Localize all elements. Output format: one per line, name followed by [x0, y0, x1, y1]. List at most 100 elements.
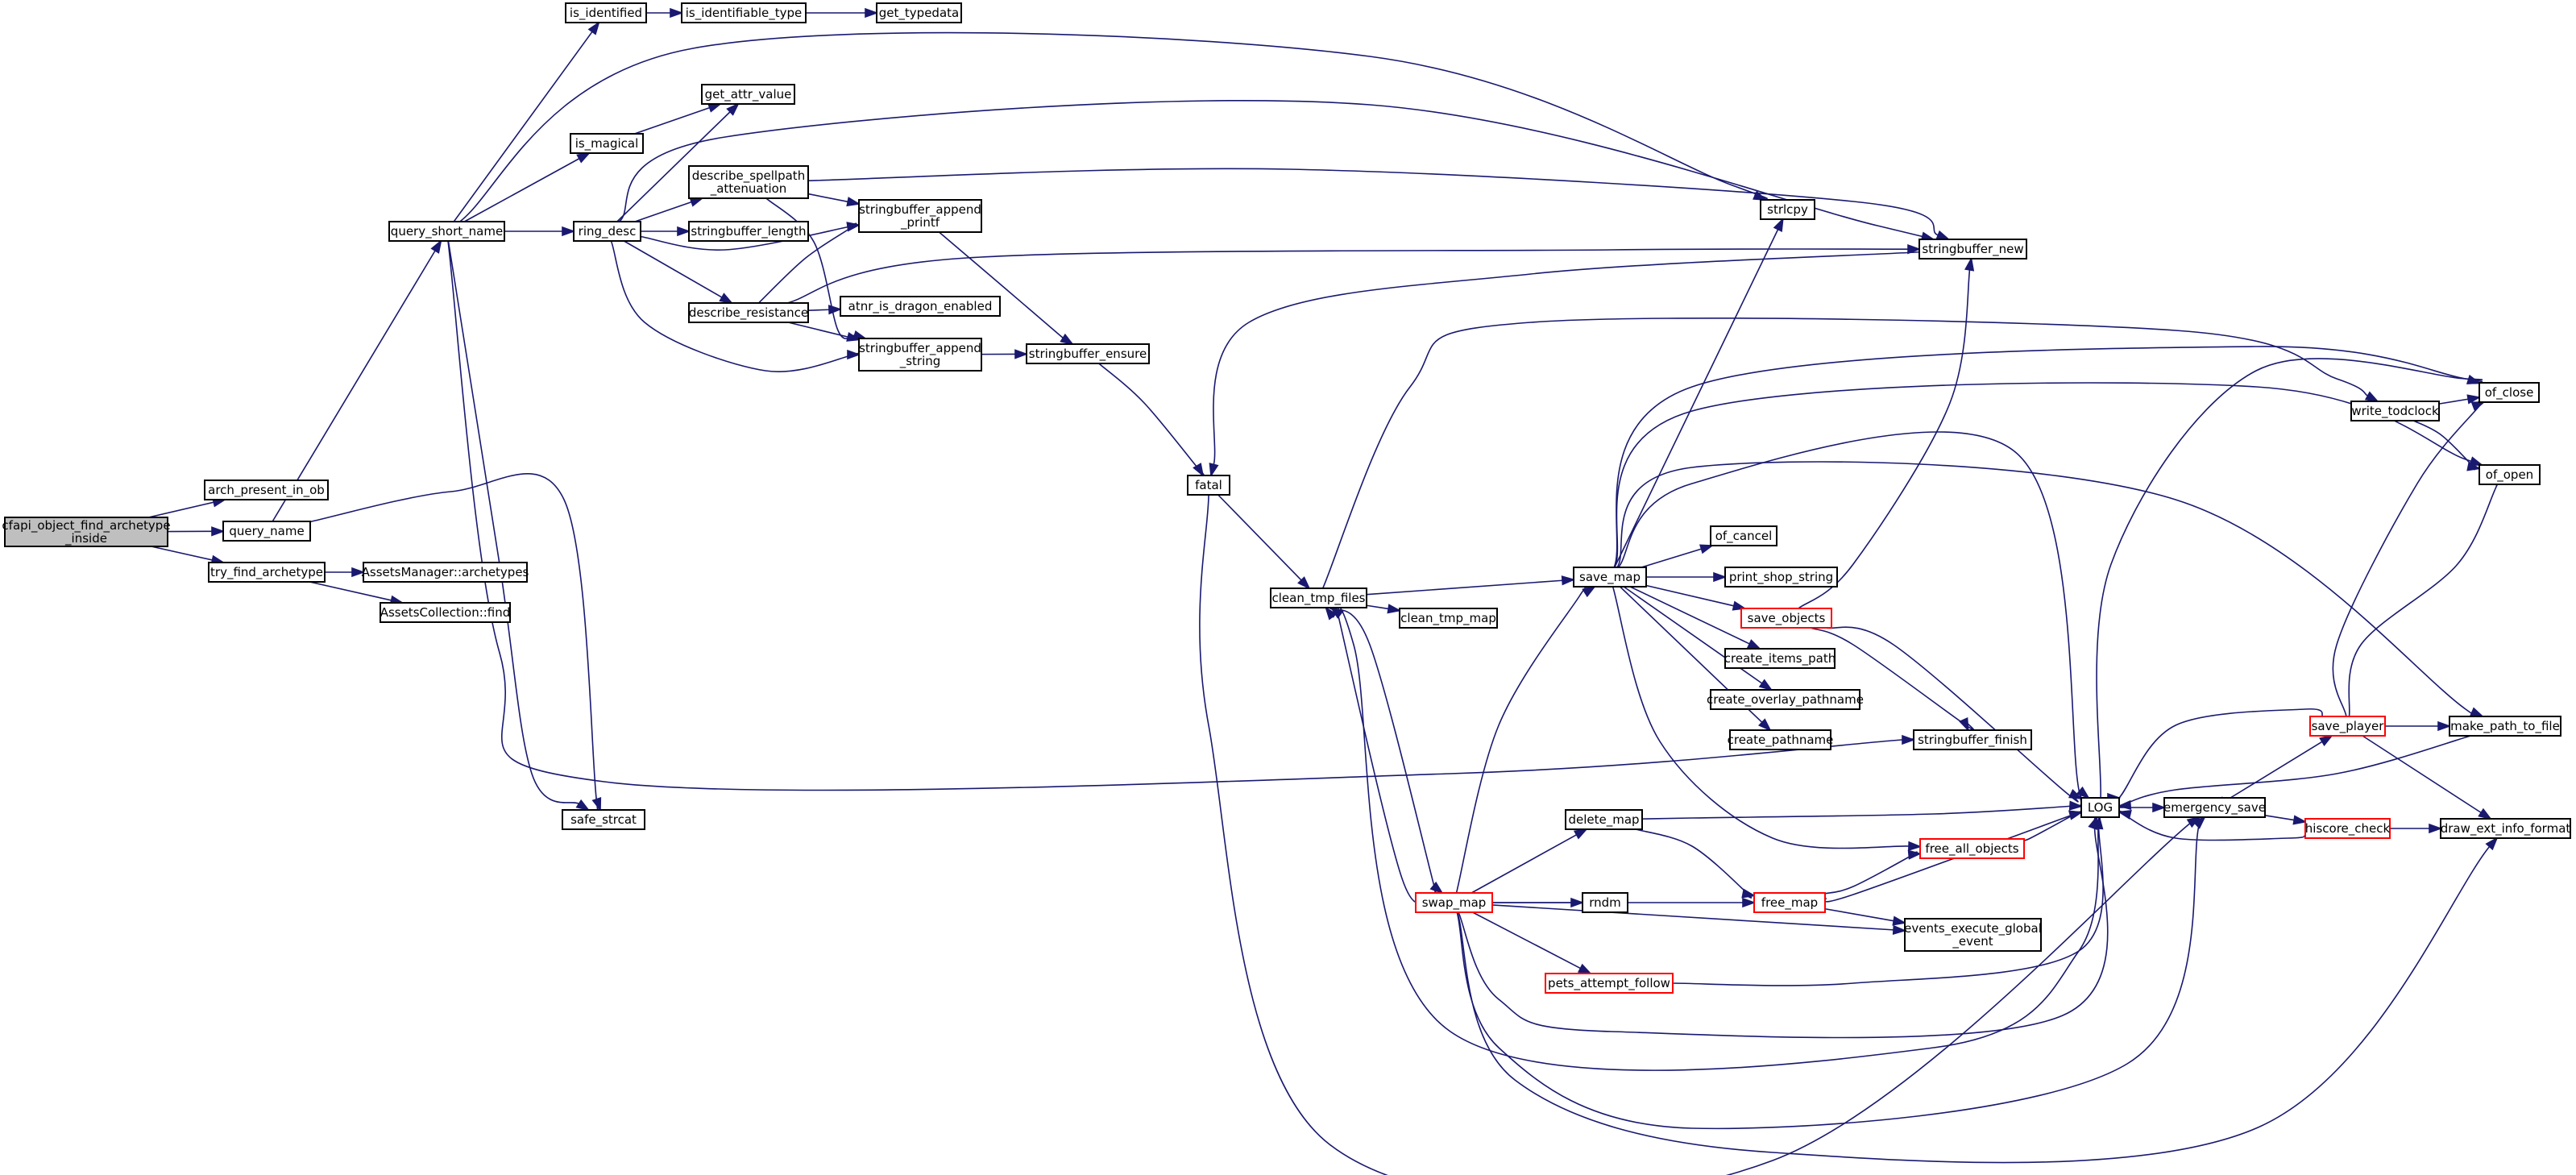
edge-arrowhead	[2466, 394, 2482, 405]
edge-stringbuffer_new-to-fatal	[1209, 251, 1920, 478]
node-label: create_items_path	[1724, 651, 1836, 666]
node-box	[2479, 464, 2541, 485]
node-make-path-to-file[interactable]: make_path_to_file	[2449, 716, 2561, 737]
edge-arrowhead	[1573, 828, 1588, 840]
node-of-open[interactable]: of_open	[2479, 464, 2541, 485]
node-assetsmanager-archetypes[interactable]: AssetsManager::archetypes	[362, 562, 529, 583]
node-is-identifiable-type[interactable]: is_identifiable_type	[681, 2, 807, 23]
node-label: clean_tmp_files	[1271, 591, 1365, 606]
edge-arrowhead	[1325, 606, 1338, 621]
node-clean-tmp-files[interactable]: clean_tmp_files	[1270, 588, 1367, 608]
node-safe-strcat[interactable]: safe_strcat	[562, 809, 645, 830]
node-describe-spellpath-attenuation[interactable]: describe_spellpath_attenuation	[688, 165, 809, 199]
edge-hiscore_check-to-draw_ext_info_format	[2390, 823, 2443, 834]
node-swap-map[interactable]: swap_map	[1415, 892, 1493, 913]
edge-line	[1456, 804, 2205, 1130]
edge-line	[1455, 584, 1588, 894]
node-pets-attempt-follow[interactable]: pets_attempt_follow	[1545, 973, 1674, 994]
edge-arrowhead	[2292, 815, 2308, 825]
node-stringbuffer-append-string[interactable]: stringbuffer_append_string	[858, 338, 982, 372]
node-label: try_find_archetype	[210, 565, 323, 580]
node-stringbuffer-finish[interactable]: stringbuffer_finish	[1913, 729, 2032, 750]
edge-save_player-to-of_open	[2348, 473, 2510, 717]
edge-ring_desc-to-stringbuffer_append_string	[610, 240, 861, 372]
node-draw-ext-info-format[interactable]: draw_ext_info_format	[2440, 818, 2571, 839]
edge-save_objects-to-stringbuffer_finish	[1810, 627, 1975, 733]
node-create-overlay-pathname[interactable]: create_overlay_pathname	[1707, 689, 1864, 710]
node-box	[1270, 588, 1367, 608]
node-get-typedata[interactable]: get_typedata	[876, 2, 962, 23]
node-assetscollection-find[interactable]: AssetsCollection::find	[380, 602, 511, 623]
edge-arrowhead	[689, 197, 704, 207]
edge-describe_resistance-to-stringbuffer_append_printf	[757, 222, 861, 304]
node-box	[4, 517, 168, 547]
node-stringbuffer-ensure[interactable]: stringbuffer_ensure	[1026, 343, 1150, 364]
node-create-items-path[interactable]: create_items_path	[1724, 648, 1836, 669]
node-rndm[interactable]: rndm	[1582, 892, 1628, 913]
node-describe-resistance[interactable]: describe_resistance	[688, 302, 809, 323]
node-stringbuffer-new[interactable]: stringbuffer_new	[1919, 239, 2027, 259]
node-box	[858, 338, 982, 372]
node-box	[876, 2, 962, 23]
edge-swap_map-to-clean_tmp_files	[1329, 592, 1434, 904]
node-save-objects[interactable]: save_objects	[1740, 608, 1832, 629]
edge-arrowhead	[1935, 230, 1951, 240]
node-free-map[interactable]: free_map	[1753, 892, 1826, 913]
edge-line	[616, 111, 731, 222]
node-write-todclock[interactable]: write_todclock	[2350, 401, 2440, 421]
node-label: stringbuffer_new	[1922, 242, 2023, 257]
node-free-all-objects[interactable]: free_all_objects	[1919, 838, 2025, 859]
node-print-shop-string[interactable]: print_shop_string	[1724, 567, 1838, 588]
node-atnr-is-dragon-enabled[interactable]: atnr_is_dragon_enabled	[840, 296, 1001, 317]
node-of-cancel[interactable]: of_cancel	[1710, 525, 1777, 546]
node-get-attr-value[interactable]: get_attr_value	[701, 84, 795, 105]
node-clean-tmp-map[interactable]: clean_tmp_map	[1399, 608, 1498, 629]
node-label: print_shop_string	[1729, 570, 1833, 585]
node-log[interactable]: LOG	[2080, 797, 2120, 818]
edge-arrowhead	[2093, 815, 2104, 830]
edge-line	[1641, 548, 1702, 568]
edge-describe_spellpath_attenuation-to-stringbuffer_append_printf	[807, 193, 861, 207]
node-hiscore-check[interactable]: hiscore_check	[2304, 818, 2391, 839]
node-is-identified[interactable]: is_identified	[565, 2, 647, 23]
edge-arrowhead	[1713, 571, 1728, 583]
node-save-map[interactable]: save_map	[1573, 567, 1647, 588]
edge-arrowhead	[430, 239, 442, 254]
node-try-find-archetype[interactable]: try_find_archetype	[208, 562, 326, 583]
node-box	[2304, 818, 2391, 839]
node-label: is_identified	[570, 6, 642, 21]
node-arch-present-in-ob[interactable]: arch_present_in_ob	[204, 480, 329, 500]
edge-save_map-to-strlcpy	[1614, 217, 1784, 568]
node-delete-map[interactable]: delete_map	[1565, 809, 1643, 830]
node-ring-desc[interactable]: ring_desc	[573, 221, 641, 242]
node-events-execute-global-event[interactable]: events_execute_global_event	[1904, 918, 2042, 952]
edge-line	[151, 546, 213, 561]
node-box	[1573, 567, 1647, 588]
node-emergency-save[interactable]: emergency_save	[2163, 797, 2266, 818]
node-query-name[interactable]: query_name	[222, 521, 311, 542]
edge-arrowhead	[865, 7, 879, 19]
edge-arrowhead	[1892, 916, 1907, 926]
node-is-magical[interactable]: is_magical	[570, 133, 644, 154]
node-stringbuffer-append-printf[interactable]: stringbuffer_append_printf	[858, 199, 982, 233]
node-create-pathname[interactable]: create_pathname	[1728, 729, 1834, 750]
node-label: atnr_is_dragon_enabled	[848, 299, 993, 314]
edge-line	[1616, 461, 2490, 726]
node-label: save_objects	[1748, 611, 1826, 626]
edge-arrowhead	[1773, 217, 1784, 232]
edge-arrowhead	[2485, 837, 2499, 851]
edge-save_player-to-make_path_to_file	[2385, 720, 2452, 732]
node-of-close[interactable]: of_close	[2479, 382, 2540, 403]
node-fatal[interactable]: fatal	[1187, 475, 1230, 496]
node-query-short-name[interactable]: query_short_name	[388, 221, 505, 242]
edge-line	[1366, 579, 1563, 596]
node-label: AssetsCollection::find	[380, 605, 511, 620]
node-save-player[interactable]: save_player	[2309, 716, 2386, 737]
edge-line	[807, 309, 830, 312]
node-label: _printf	[900, 215, 940, 230]
node-box	[1399, 608, 1498, 629]
node-strlcpy[interactable]: strlcpy	[1760, 199, 1815, 220]
node-stringbuffer-length[interactable]: stringbuffer_length	[688, 221, 809, 242]
node-box	[688, 221, 809, 242]
